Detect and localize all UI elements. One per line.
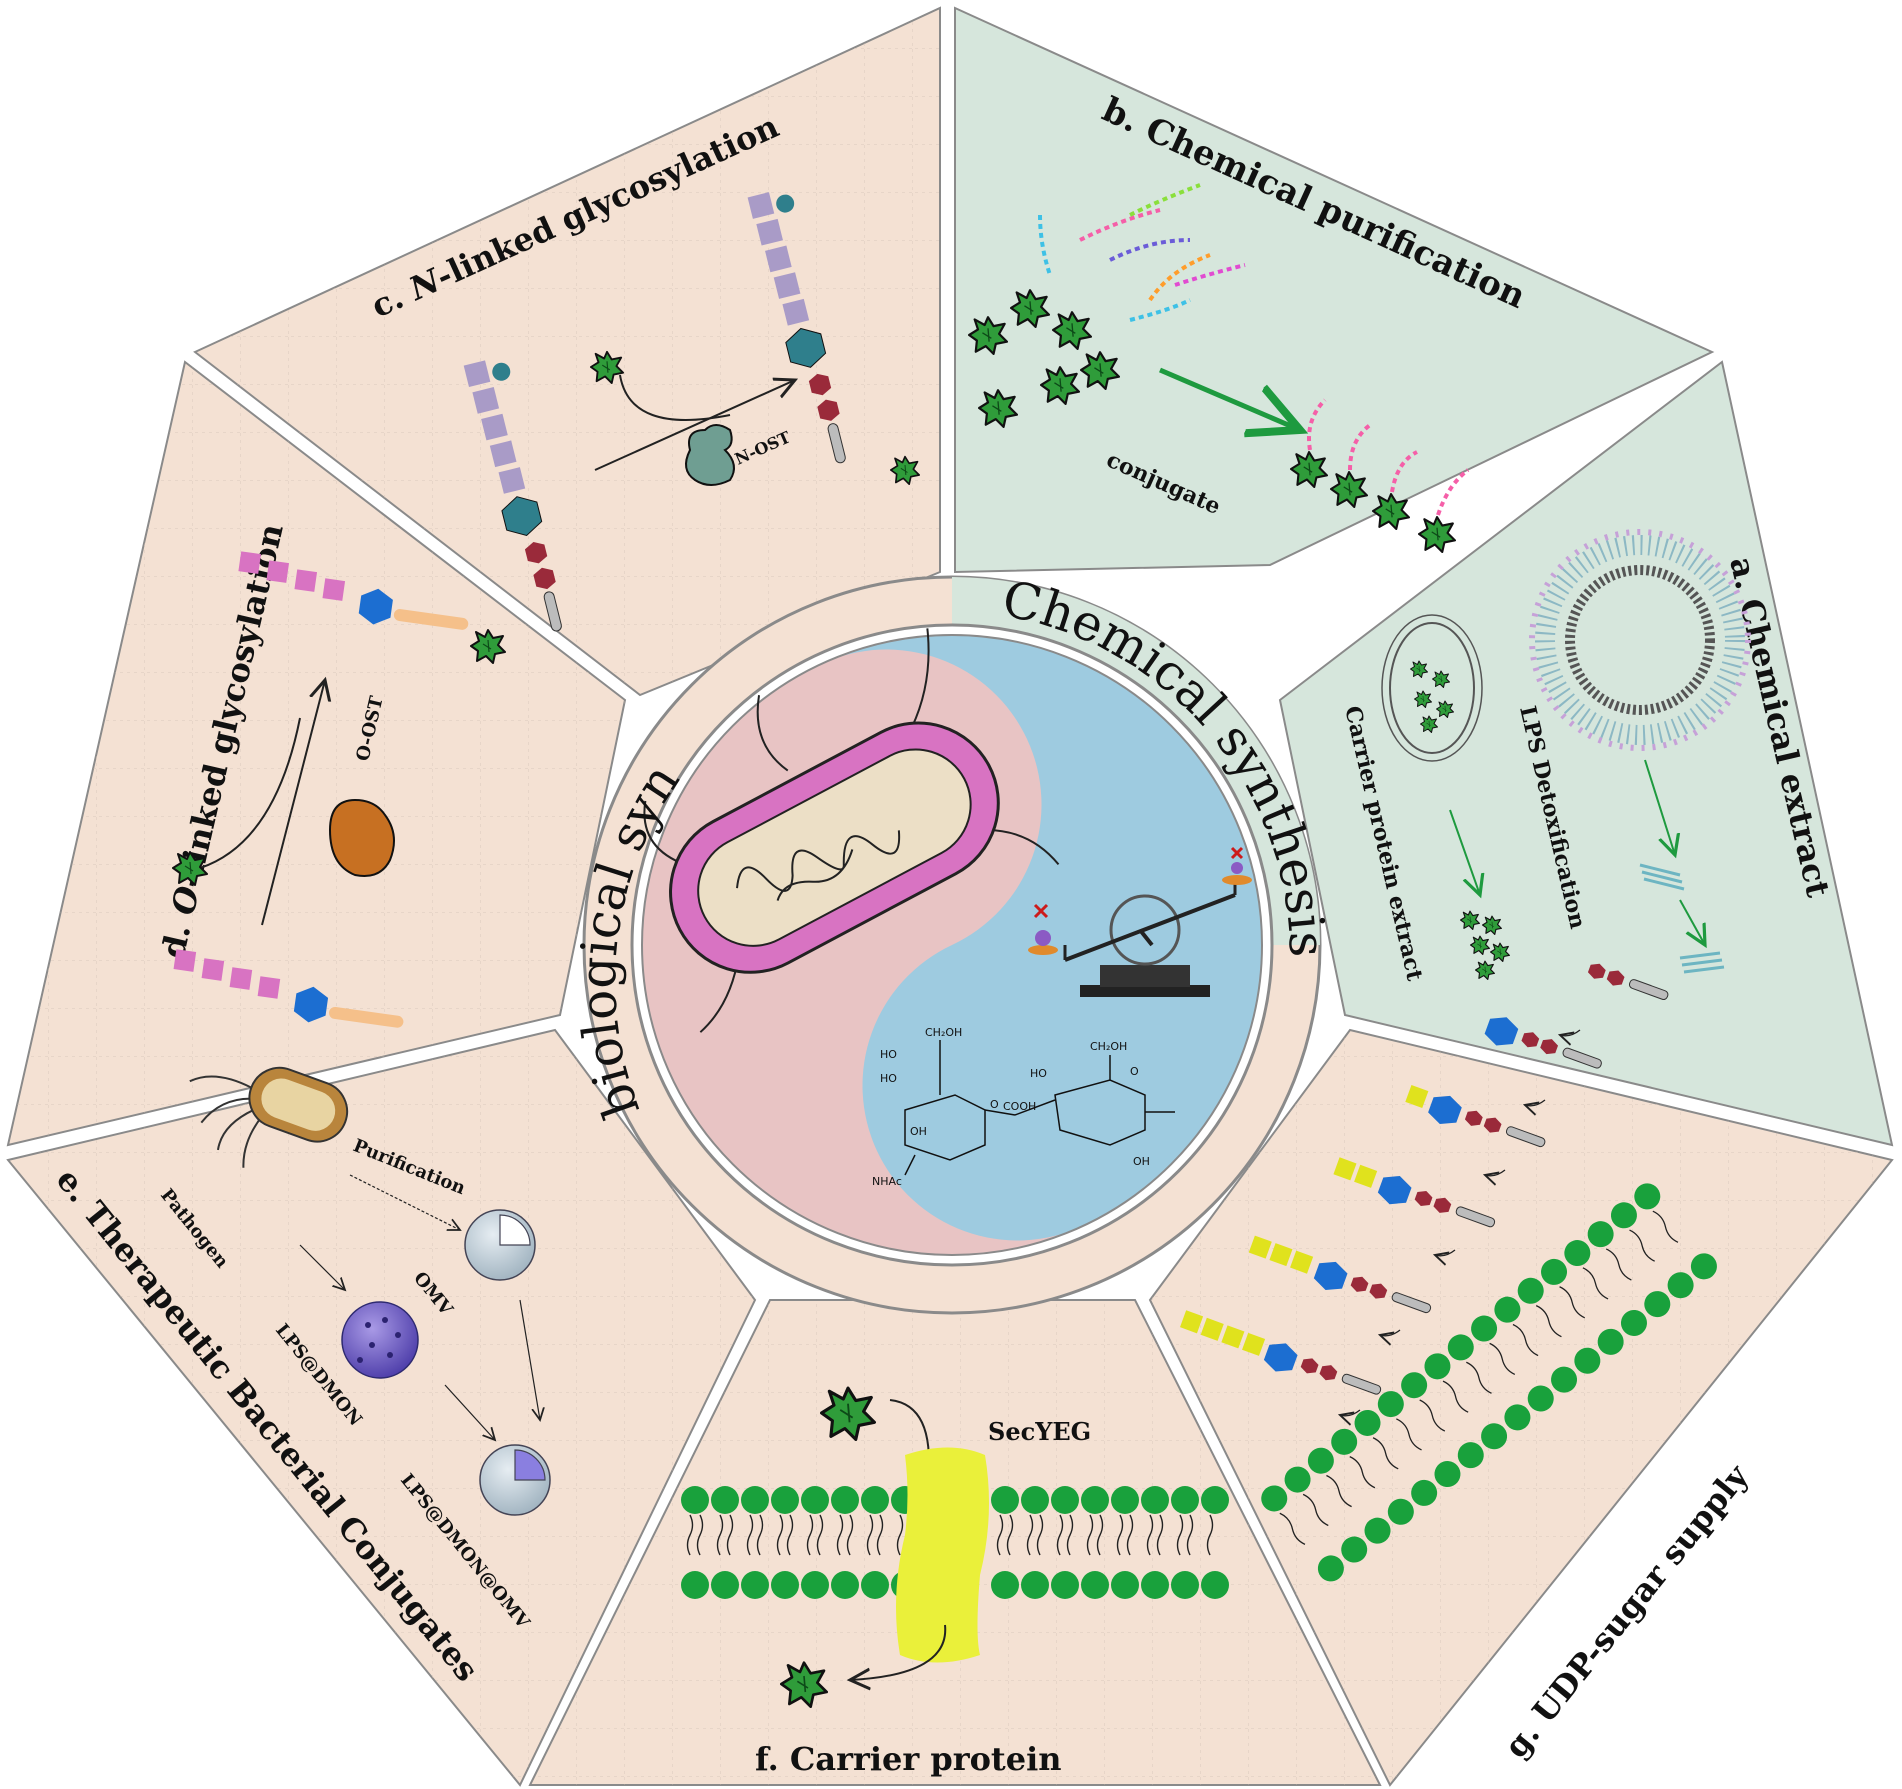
molecule-ho-3: HO [1030,1067,1047,1080]
sugar-chains-free [1038,183,1246,322]
center-ring-chemical [952,577,1320,945]
balance-scale-icon [1028,846,1252,997]
bacterium-icon [643,628,1060,1033]
molecule-ho-2: HO [880,1072,897,1085]
molecule-o-2: O [1130,1065,1139,1078]
lps-fragments [1639,863,1685,891]
glycan-chain-left [463,360,562,632]
lipid-bilayer-icon [681,1486,1229,1599]
segment-a-bg [1278,360,1894,1147]
pathogen-icon [189,1066,349,1168]
segment-f-title: f. Carrier protein [755,1740,1061,1778]
molecule-ch2oh-2: CH₂OH [1090,1040,1127,1053]
molecule-oh-1: OH [910,1125,927,1138]
o-glycan-chain-bottom [173,949,404,1028]
udp-sugar-chains [1180,963,1669,1416]
o-ost-enzyme-icon [328,798,395,877]
molecule-labels: CH₂OH HO HO OH NHAc O COOH CH₂OH HO O OH [872,1026,1150,1188]
molecule-oh-2: OH [1133,1155,1150,1168]
lps-dmon-omv-icon [479,1444,551,1516]
molecule-ch2oh-1: CH₂OH [925,1026,962,1039]
molecule-nhac: NHAc [872,1175,902,1188]
sialyl-lactose-structure-icon [904,1040,1175,1176]
udp-lipid-membrane-icon [1261,1183,1717,1582]
lps-vesicle-icon [1529,529,1751,751]
molecule-cooh: COOH [1003,1100,1036,1113]
carrier-vesicle-icon [1381,614,1483,762]
n-glycosylation-arrow [594,380,795,471]
n-ost-enzyme-icon [685,424,735,486]
conjugation-arrow [1159,367,1300,430]
glycan-chain-right [747,192,846,464]
segment-f: SecYEG f. Carrier protein [681,1386,1229,1778]
segment-b-bg [954,6,1715,574]
lps-dmon-icon [341,1301,419,1379]
molecule-o-1: O [990,1098,999,1111]
conjugate-products [1290,398,1470,553]
omv-icon [464,1209,536,1281]
secyeg-channel-icon [896,1447,989,1663]
molecule-ho-1: HO [880,1048,897,1061]
secyeg-label: SecYEG [988,1417,1091,1446]
o-glycan-chain-top [238,551,469,630]
o-glycosylation-arrow [261,680,325,926]
